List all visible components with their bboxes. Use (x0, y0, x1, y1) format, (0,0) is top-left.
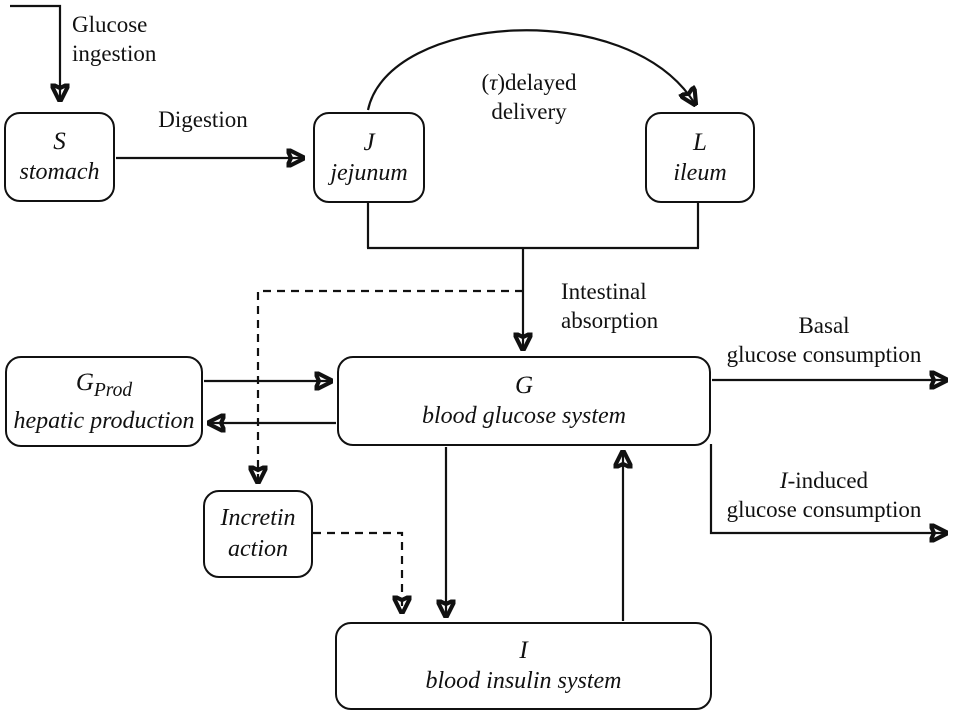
node-hepatic-production: GProd hepatic production (5, 356, 203, 447)
label-delayed-paren-open: ( (481, 70, 490, 95)
label-delayed-delivery: (τ)delayed delivery (445, 68, 613, 126)
node-hepatic-symbol-main: G (75, 368, 94, 396)
node-jejunum-name: jejunum (330, 159, 408, 186)
node-stomach-symbol: S (53, 128, 66, 155)
label-delayed-tau: τ (489, 70, 498, 95)
label-basal-line1: Basal (798, 313, 850, 338)
label-glucose-ingestion-line2: ingestion (72, 41, 157, 66)
node-incretin-action: Incretin action (203, 490, 313, 578)
label-glucose-ingestion: Glucose ingestion (72, 10, 156, 68)
node-jejunum-symbol: J (363, 128, 375, 156)
label-intestinal-line2: absorption (561, 308, 659, 333)
label-intestinal-line1: Intestinal (561, 279, 647, 304)
node-hepatic-symbol-sub: Prod (93, 379, 133, 401)
label-glucose-ingestion-line1: Glucose (72, 12, 148, 37)
label-digestion: Digestion (158, 107, 248, 132)
label-basal-consumption: Basal glucose consumption (713, 311, 935, 369)
node-blood-insulin: I blood insulin system (335, 622, 712, 710)
label-induced-rest: -induced (787, 468, 869, 493)
node-stomach: S stomach (4, 112, 115, 202)
node-blood-glucose: G blood glucose system (337, 356, 711, 446)
label-induced-line1: I-induced (713, 466, 935, 495)
node-jejunum: J jejunum (313, 112, 425, 203)
node-glucose-name: blood glucose system (422, 403, 626, 429)
node-hepatic-name: hepatic production (13, 407, 195, 434)
node-incretin-line1: Incretin (220, 505, 296, 531)
label-delayed-rest: )delayed (497, 70, 577, 95)
label-induced-consumption: I-induced glucose consumption (713, 466, 935, 524)
arrow-delayed-delivery (366, 29, 695, 111)
node-ileum-symbol: L (693, 128, 707, 156)
node-insulin-symbol: I (519, 637, 528, 664)
arrow-glucose-ingestion (10, 4, 60, 100)
label-induced-line2: glucose consumption (726, 497, 922, 522)
arrow-induced-consumption (709, 444, 946, 533)
label-delayed-line1: (τ)delayed (445, 68, 613, 97)
node-glucose-symbol: G (514, 372, 534, 399)
label-delayed-line2: delivery (491, 99, 567, 124)
label-induced-i: I (779, 468, 788, 493)
arrow-glucose-to-incretin-dashed (258, 289, 523, 482)
node-stomach-name: stomach (19, 159, 100, 185)
node-ileum-name: ileum (673, 159, 727, 186)
node-hepatic-symbol: GProd (76, 367, 132, 406)
node-incretin-line2: action (228, 536, 288, 562)
connector-intestinal-manifold (366, 203, 700, 250)
label-intestinal-absorption: Intestinal absorption (561, 277, 658, 335)
node-ileum: L ileum (645, 112, 755, 203)
arrow-incretin-to-insulin-dashed (313, 531, 402, 612)
label-basal-line2: glucose consumption (726, 342, 922, 367)
node-insulin-name: blood insulin system (425, 668, 622, 694)
